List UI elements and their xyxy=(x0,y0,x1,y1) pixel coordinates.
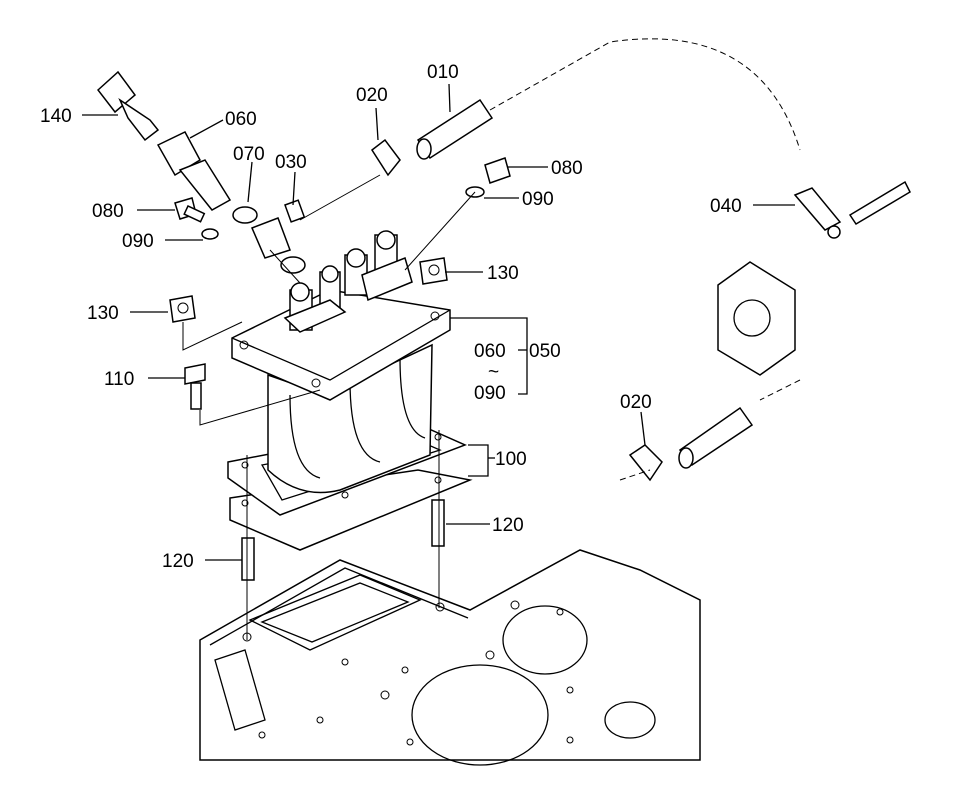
nut-130-right xyxy=(419,257,448,285)
callout-030: 030 xyxy=(275,152,307,173)
callout-010: 010 xyxy=(427,62,459,83)
hose-010 xyxy=(416,98,494,160)
hose-and-clip-020-right xyxy=(628,406,754,482)
banjo-060 xyxy=(156,131,232,211)
callout-090-right: 090 xyxy=(522,189,554,210)
stud-guides xyxy=(246,430,440,640)
nut-bolt-guides xyxy=(182,321,321,426)
callout-120-right: 120 xyxy=(492,515,524,536)
callout-080-left: 080 xyxy=(92,201,124,222)
stud-120-right xyxy=(431,499,445,547)
callout-090-range-end: 090 xyxy=(474,383,506,404)
injection-pump xyxy=(231,230,451,494)
fitting-030 xyxy=(251,199,306,259)
clip-040 xyxy=(793,180,911,239)
callout-050: 050 xyxy=(529,341,561,362)
callout-120-left: 120 xyxy=(162,551,194,572)
bolt-110 xyxy=(184,363,206,410)
pipe-route-right xyxy=(759,379,801,401)
washer-070 xyxy=(232,206,306,274)
callout-range-tilde: ~ xyxy=(488,362,499,383)
callout-130-right: 130 xyxy=(487,263,519,284)
callout-040: 040 xyxy=(710,196,742,217)
callout-070: 070 xyxy=(233,144,265,165)
bracket-flange xyxy=(717,261,796,376)
engine-block xyxy=(199,549,701,766)
callout-140: 140 xyxy=(40,106,72,127)
callout-100: 100 xyxy=(495,449,527,470)
callout-130-left: 130 xyxy=(87,303,119,324)
callout-060-range-start: 060 xyxy=(474,341,506,362)
callout-060-top: 060 xyxy=(225,109,257,130)
pipe-route-top xyxy=(489,38,801,151)
callout-090-left: 090 xyxy=(122,231,154,252)
pipe-route-clip xyxy=(619,469,651,481)
callout-110: 110 xyxy=(104,369,134,390)
callout-labels: 140 060 070 030 020 010 080 090 080 090 … xyxy=(40,62,742,572)
callout-020-top: 020 xyxy=(356,85,388,106)
bolt-080-left xyxy=(174,197,219,240)
bolt-080-right xyxy=(465,157,511,198)
bolt-140 xyxy=(96,70,160,142)
clip-020-top xyxy=(370,138,401,177)
assembly-lines xyxy=(269,174,476,284)
leader-lines xyxy=(82,83,795,561)
stud-120-left xyxy=(241,537,255,581)
callout-080-right: 080 xyxy=(551,158,583,179)
nut-130-left xyxy=(169,295,196,323)
callout-020-right: 020 xyxy=(620,392,652,413)
